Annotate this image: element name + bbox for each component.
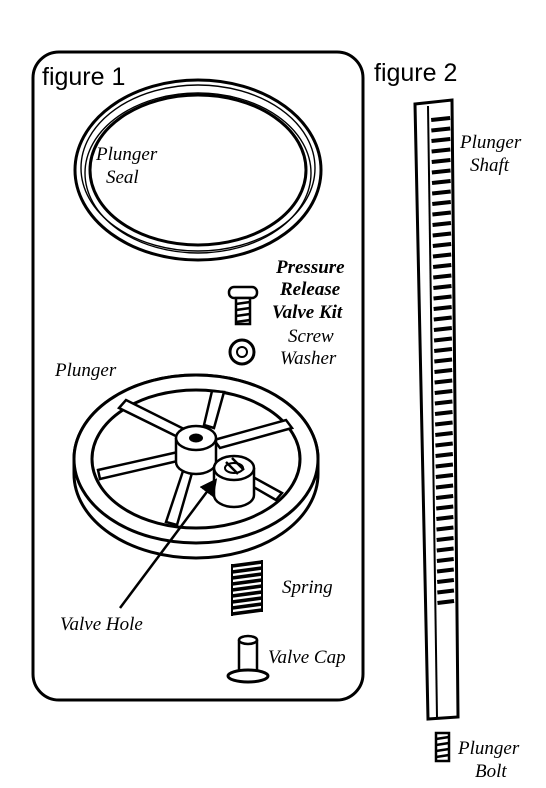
shaft-tooth xyxy=(437,559,454,561)
shaft-tooth xyxy=(434,318,452,320)
shaft-tooth xyxy=(434,328,452,330)
shaft-tooth xyxy=(436,465,453,467)
shaft-tooth xyxy=(437,538,454,540)
shaft-tooth xyxy=(434,349,452,351)
shaft-tooth xyxy=(433,255,451,257)
shaft-tooth xyxy=(431,139,450,141)
shaft-tooth xyxy=(437,570,454,572)
shaft-tooth xyxy=(432,213,450,215)
shaft-tooth xyxy=(432,181,451,183)
shaft-tooth xyxy=(435,381,453,383)
valve-cap-label: Valve Cap xyxy=(268,647,346,668)
plunger-shaft xyxy=(415,100,458,719)
plunger-shaft-label-line1: Plunger xyxy=(459,132,522,153)
plunger xyxy=(74,375,318,558)
shaft-tooth xyxy=(434,370,452,372)
shaft-tooth xyxy=(435,423,452,425)
shaft-tooth xyxy=(435,412,452,414)
plunger-seal-label-line1: Plunger xyxy=(95,144,158,165)
shaft-tooth xyxy=(434,297,452,299)
shaft-tooth xyxy=(435,444,452,446)
shaft-tooth xyxy=(437,601,454,603)
shaft-tooth xyxy=(437,591,454,593)
shaft-tooth xyxy=(436,475,453,477)
shaft-tooth xyxy=(435,433,452,435)
shaft-tooth xyxy=(432,202,451,204)
screw-label: Screw xyxy=(288,326,334,347)
shaft-tooth xyxy=(434,360,452,362)
washer-label: Washer xyxy=(280,348,337,369)
plunger-shaft-label-line2: Shaft xyxy=(470,155,510,176)
plunger-bolt-label-line1: Plunger xyxy=(457,738,520,759)
shaft-tooth xyxy=(437,549,454,551)
shaft-tooth xyxy=(432,192,451,194)
shaft-tooth xyxy=(434,307,452,309)
shaft-tooth xyxy=(436,517,453,519)
shaft-tooth xyxy=(436,486,453,488)
shaft-tooth xyxy=(433,223,451,225)
shaft-tooth xyxy=(432,171,451,173)
kit-title-line1: Pressure xyxy=(275,257,345,278)
shaft-tooth xyxy=(433,244,451,246)
shaft-tooth xyxy=(433,234,451,236)
figure1-title: figure 1 xyxy=(42,63,125,91)
kit-title-line2: Release xyxy=(279,279,341,300)
shaft-tooth xyxy=(434,339,452,341)
shaft-tooth xyxy=(437,528,454,530)
plunger-seal-label-line2: Seal xyxy=(106,167,139,188)
shaft-tooth xyxy=(436,496,453,498)
shaft-tooth xyxy=(433,265,451,267)
plunger-bolt-label-line2: Bolt xyxy=(475,761,507,782)
plunger-label: Plunger xyxy=(54,360,117,381)
shaft-tooth xyxy=(432,150,451,152)
washer xyxy=(230,340,254,364)
shaft-tooth xyxy=(437,580,454,582)
spring-label: Spring xyxy=(282,577,333,598)
valve-hole-label: Valve Hole xyxy=(60,614,143,635)
shaft-tooth xyxy=(436,507,453,509)
shaft-tooth xyxy=(435,402,453,404)
shaft-tooth xyxy=(435,391,453,393)
shaft-tooth xyxy=(431,118,450,120)
figure2-title: figure 2 xyxy=(374,59,457,87)
kit-title-line3: Valve Kit xyxy=(272,302,343,323)
shaft-tooth xyxy=(433,286,451,288)
shaft-tooth xyxy=(431,129,450,131)
plunger-bolt xyxy=(436,733,449,761)
shaft-tooth xyxy=(432,160,451,162)
shaft-tooth xyxy=(433,276,451,278)
shaft-tooth xyxy=(436,454,453,456)
